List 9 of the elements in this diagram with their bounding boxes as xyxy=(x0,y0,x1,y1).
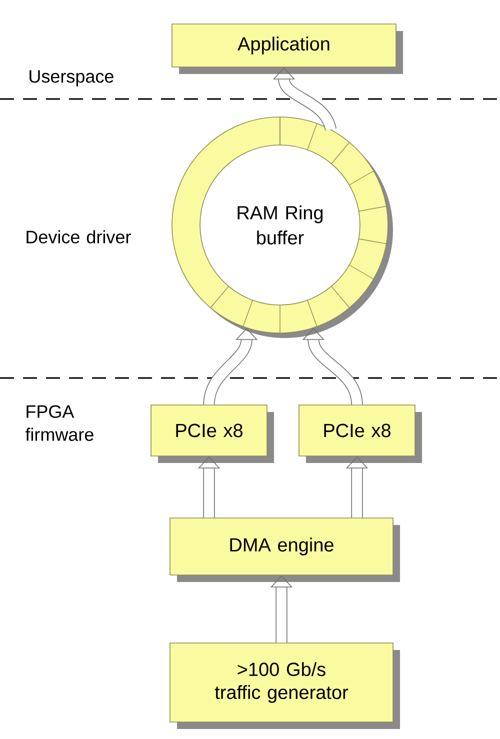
layer-label: FPGA firmware xyxy=(25,405,94,441)
process-box: Application xyxy=(172,24,403,74)
ring-buffer: RAM Ring buffer xyxy=(172,116,393,338)
process-box: PCIe x8 xyxy=(298,404,422,463)
process-box: PCIe x8 xyxy=(150,404,274,463)
layer-label: Device driver xyxy=(26,230,131,244)
process-box: >100 Gb/s traffic generator xyxy=(170,642,400,729)
process-box: DMA engine xyxy=(170,518,400,582)
layer-label: Userspace xyxy=(30,70,114,86)
